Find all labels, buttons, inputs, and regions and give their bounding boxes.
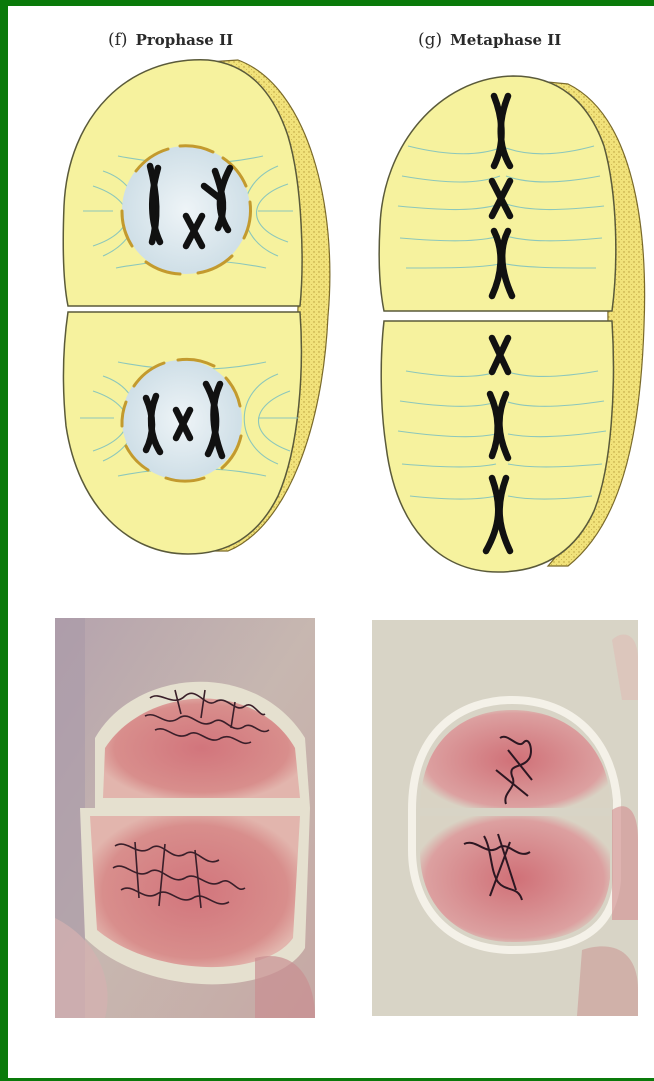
metaphase-ii-micrograph-image: [372, 620, 638, 1016]
metaphase-ii-micrograph: [372, 620, 638, 1016]
metaphase-ii-cell-diagram: [379, 76, 644, 572]
prophase-ii-micrograph: [55, 618, 315, 1018]
figure-frame: (f)Prophase II (g)Metaphase II: [8, 6, 654, 1078]
cell-diagrams: [8, 6, 654, 606]
prophase-ii-cell-diagram: [63, 60, 330, 554]
prophase-ii-micrograph-image: [55, 618, 315, 1018]
